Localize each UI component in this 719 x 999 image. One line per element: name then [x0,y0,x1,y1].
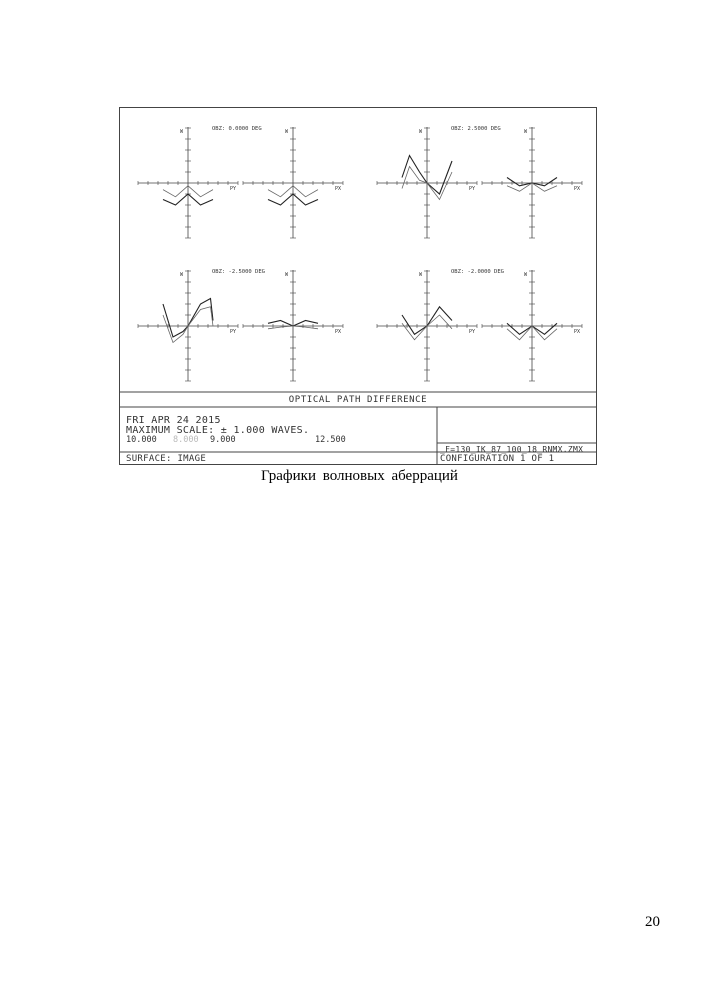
figure-frame [120,108,597,465]
field-plot: OBZ: -2.5000 DEG W PY W PX [138,269,343,381]
figure-caption: Графики волновых аберраций [0,468,719,485]
pupil-axis-label: PX [335,186,341,192]
w-axis-label: W [524,129,528,135]
report-title: OPTICAL PATH DIFFERENCE [119,395,597,405]
w-axis-label: W [524,272,528,278]
field-plot: OBZ: -2.0000 DEG W PY W PX [377,269,582,381]
w-axis-label: W [285,272,289,278]
pupil-axis-label: PY [469,329,475,335]
wavelength-5: 12.500 [315,435,346,445]
report-file: _F=130_IK_87_100_18_RNMX.ZMX [440,445,583,454]
w-axis-label: W [419,272,423,278]
pupil-axis-label: PY [469,186,475,192]
field-title: OBZ: -2.5000 DEG [212,269,265,275]
pupil-axis-label: PX [574,186,580,192]
wavelength-3: 9.000 [210,435,236,445]
wavelength-2: 8.000 [173,435,199,445]
report-configuration: CONFIGURATION 1 OF 1 [440,454,554,464]
field-plot: OBZ: 0.0000 DEG W PY W PX [138,126,343,238]
report-surface: SURFACE: IMAGE [126,454,206,464]
plot-layer: OBZ: 0.0000 DEG W PY W PX OBZ: 2.5000 DEG W PY W… [138,126,582,381]
w-axis-label: W [180,272,184,278]
pupil-axis-label: PY [230,186,236,192]
pupil-axis-label: PY [230,329,236,335]
field-title: OBZ: 2.5000 DEG [451,126,501,132]
opd-plot-canvas: OBZ: 0.0000 DEG W PY W PX OBZ: 2.5000 DEG W PY W… [119,107,597,465]
wavelength-1: 10.000 [126,435,157,445]
opd-figure: OBZ: 0.0000 DEG W PY W PX OBZ: 2.5000 DEG W PY W… [119,107,597,465]
w-axis-label: W [180,129,184,135]
field-plot: OBZ: 2.5000 DEG W PY W PX [377,126,582,238]
field-title: OBZ: -2.0000 DEG [451,269,504,275]
w-axis-label: W [419,129,423,135]
page-number: 20 [645,914,660,931]
field-title: OBZ: 0.0000 DEG [212,126,262,132]
pupil-axis-label: PX [335,329,341,335]
w-axis-label: W [285,129,289,135]
pupil-axis-label: PX [574,329,580,335]
